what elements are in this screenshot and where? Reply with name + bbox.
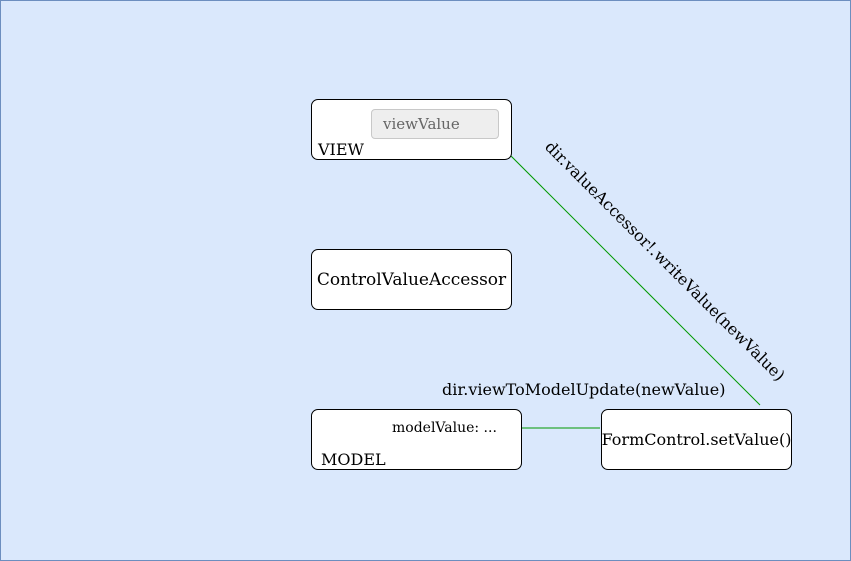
model-box: modelValue: ... MODEL (311, 409, 522, 470)
form-control-set-value-box: FormControl.setValue() (601, 409, 792, 470)
view-to-model-update-label: dir.viewToModelUpdate(newValue) (442, 380, 726, 399)
view-value-input[interactable]: viewValue (371, 109, 499, 139)
control-value-accessor-box: ControlValueAccessor (311, 249, 512, 310)
edge-formcontrol-to-view (494, 139, 761, 406)
write-value-label: dir.valueAccessor!.writeValue(newValue) (541, 137, 789, 385)
control-value-accessor-label: ControlValueAccessor (316, 269, 507, 290)
view-label: VIEW (318, 140, 364, 159)
model-value-text: modelValue: ... (392, 420, 497, 436)
form-control-set-value-label: FormControl.setValue() (601, 430, 792, 449)
model-label: MODEL (321, 450, 386, 469)
view-box: viewValue VIEW (311, 99, 512, 160)
